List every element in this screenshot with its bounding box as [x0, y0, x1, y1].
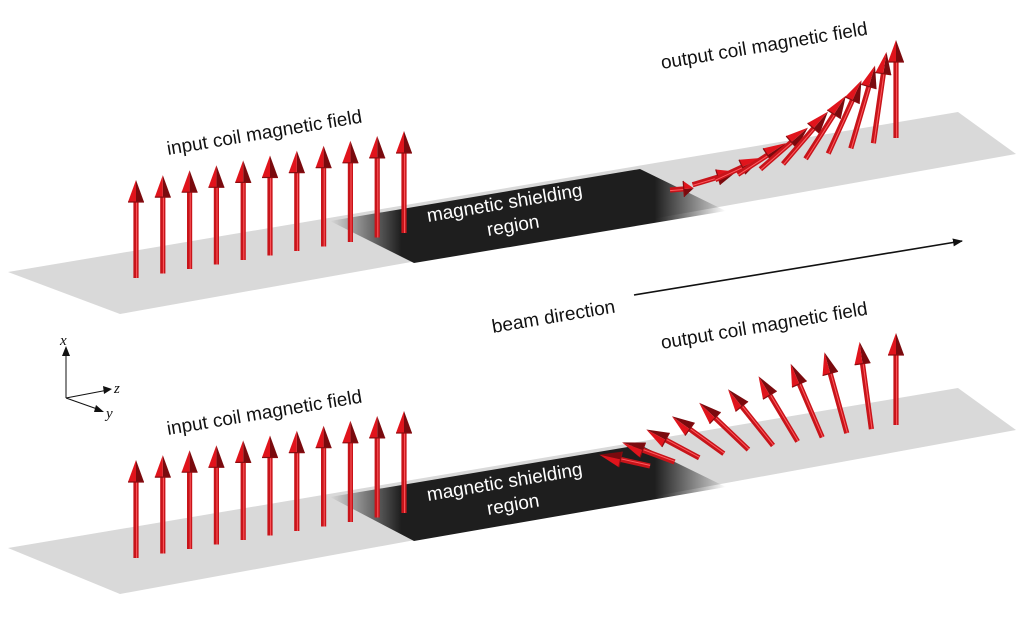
bottom-output-arrow: [646, 429, 701, 461]
bottom-input-arrow: [128, 460, 144, 558]
bottom-input-arrow: [288, 430, 305, 531]
top-input-arrow: [128, 180, 144, 278]
top-output-arrow: [888, 40, 904, 138]
top-output-arrows: [669, 40, 904, 197]
top-input-arrow: [235, 160, 252, 260]
top-panel: input coil magnetic field output coil ma…: [8, 19, 1016, 314]
top-input-arrow: [154, 175, 171, 274]
axis-label-x: x: [59, 333, 67, 349]
bottom-input-arrow: [208, 445, 225, 545]
top-shielding-region: [330, 169, 726, 263]
top-output-arrow: [825, 80, 862, 155]
top-output-arrow: [803, 95, 846, 161]
bottom-input-arrow: [154, 455, 171, 554]
bottom-input-label: input coil magnetic field: [165, 387, 363, 440]
z-axis-head: [103, 386, 112, 394]
bottom-output-arrow: [599, 451, 651, 469]
top-input-arrow: [315, 145, 332, 247]
bottom-output-arrow: [671, 416, 726, 456]
bottom-output-arrow: [790, 363, 825, 439]
bottom-output-arrow: [888, 333, 904, 425]
bottom-output-label: output coil magnetic field: [659, 299, 869, 354]
top-output-arrow: [669, 180, 694, 197]
bottom-output-arrow: [728, 389, 776, 448]
bottom-input-arrow: [262, 435, 278, 536]
top-input-arrow: [288, 150, 305, 251]
beam-direction-arrow: [633, 238, 963, 296]
bottom-panel: input coil magnetic field output coil ma…: [8, 299, 1016, 594]
bottom-output-arrows: [599, 333, 904, 469]
top-output-arrow: [781, 111, 828, 166]
bottom-input-arrow: [235, 440, 252, 540]
z-axis-line: [65, 389, 109, 399]
top-input-arrow: [208, 165, 225, 265]
bottom-input-arrow: [369, 415, 386, 518]
top-input-arrows: [128, 131, 412, 278]
axis-label-y: y: [104, 406, 113, 422]
bottom-input-arrow: [396, 411, 412, 513]
top-input-arrow: [369, 135, 386, 238]
axis-label-z: z: [113, 381, 120, 397]
bottom-input-arrow: [181, 450, 198, 549]
bottom-input-arrows: [128, 411, 412, 558]
top-output-arrow: [848, 65, 877, 150]
bottom-output-arrow: [854, 341, 874, 430]
top-input-arrow: [396, 131, 412, 233]
top-input-arrow: [342, 140, 359, 242]
bottom-output-arrow: [699, 402, 751, 452]
top-output-arrow: [758, 127, 808, 172]
top-input-label: input coil magnetic field: [165, 107, 363, 160]
bottom-shielding-region: [330, 445, 726, 541]
top-input-arrow: [262, 155, 278, 256]
top-output-arrow: [870, 51, 892, 144]
y-axis-line: [65, 397, 101, 411]
bottom-input-arrow: [342, 420, 359, 522]
beam-direction-label: beam direction: [490, 297, 616, 338]
bottom-output-arrow: [622, 442, 676, 465]
axes-indicator: x z y: [59, 333, 120, 422]
top-input-arrow: [181, 170, 198, 269]
y-axis-head: [94, 405, 104, 412]
bottom-output-arrow: [758, 376, 800, 443]
bottom-input-arrow: [315, 425, 332, 527]
top-output-label: output coil magnetic field: [659, 19, 869, 74]
bottom-output-arrow: [822, 352, 850, 434]
x-axis-head: [62, 346, 70, 356]
